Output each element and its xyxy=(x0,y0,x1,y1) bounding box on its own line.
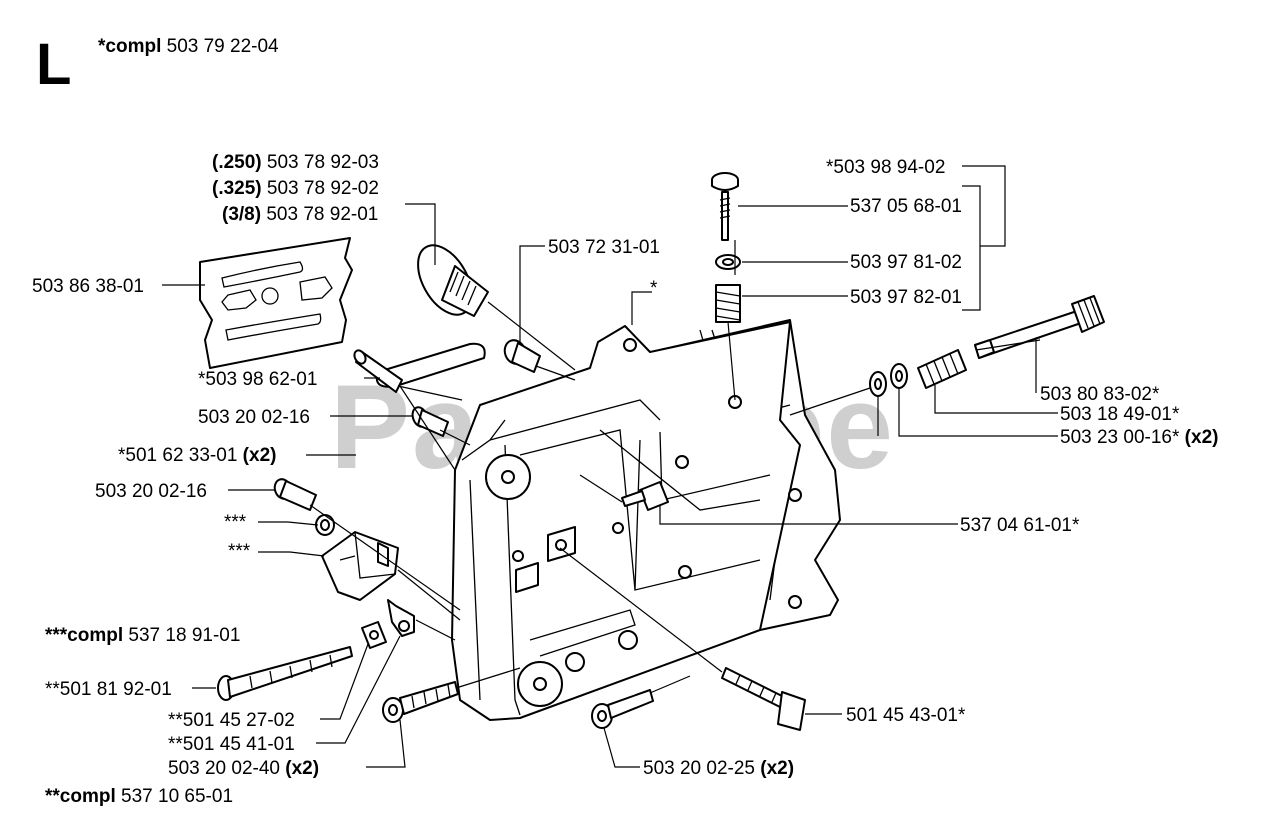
pin[interactable] xyxy=(501,337,541,373)
label-sleeve[interactable]: *501 62 33-01 (x2) xyxy=(118,445,276,466)
label-star[interactable]: * xyxy=(650,278,658,299)
label-compl-537-10-65-01[interactable]: **compl 537 10 65-01 xyxy=(45,786,233,807)
drive-shaft[interactable] xyxy=(974,295,1105,359)
label-503-98-94-02[interactable]: *503 98 94-02 xyxy=(826,157,945,178)
bar-guide-plug[interactable] xyxy=(407,236,489,324)
label-triple-star-a[interactable]: *** xyxy=(224,512,247,533)
section-letter: L xyxy=(36,32,71,97)
adjuster-nut[interactable] xyxy=(621,481,669,511)
label-501-45-41-01[interactable]: **501 45 41-01 xyxy=(168,734,295,755)
label-screw-middle[interactable]: 503 20 02-16 xyxy=(95,481,207,502)
tensioner-block[interactable] xyxy=(321,531,399,601)
oil-screw[interactable] xyxy=(711,172,739,241)
shaft-washer-a[interactable] xyxy=(890,363,908,389)
label-501-45-27-02[interactable]: **501 45 27-02 xyxy=(168,710,295,731)
tensioner-gear[interactable] xyxy=(387,599,415,637)
sleeve[interactable] xyxy=(352,348,403,393)
header-assembly-label[interactable]: *compl 503 79 22-04 xyxy=(98,36,279,57)
screw-middle[interactable] xyxy=(272,477,317,511)
label-537-05-68-01[interactable]: 537 05 68-01 xyxy=(850,196,962,217)
label-pin[interactable]: 503 72 31-01 xyxy=(548,237,660,258)
guard-strip[interactable] xyxy=(375,342,486,388)
washer-small[interactable] xyxy=(315,514,335,536)
label-bar-38[interactable]: (3/8) 503 78 92-01 xyxy=(222,204,378,225)
label-plate[interactable]: 503 86 38-01 xyxy=(32,276,144,297)
label-compl-537-18-91-01[interactable]: ***compl 537 18 91-01 xyxy=(45,625,240,646)
label-washer[interactable]: 503 23 00-16* (x2) xyxy=(1060,427,1218,448)
label-bolt[interactable]: 501 45 43-01* xyxy=(846,705,966,726)
oil-washer[interactable] xyxy=(715,254,741,270)
label-screw-upper[interactable]: 503 20 02-16 xyxy=(198,407,310,428)
label-triple-star-b[interactable]: *** xyxy=(228,541,251,562)
leader-lines xyxy=(162,165,1058,768)
label-bar-250[interactable]: (.250) 503 78 92-03 xyxy=(212,152,379,173)
oil-spring[interactable] xyxy=(715,284,741,401)
adjuster-screw-long[interactable] xyxy=(217,646,353,701)
label-nut[interactable]: 537 04 61-01* xyxy=(960,515,1080,536)
label-bar-325[interactable]: (.325) 503 78 92-02 xyxy=(212,178,379,199)
tensioner-nut[interactable] xyxy=(361,621,387,649)
label-screw-25[interactable]: 503 20 02-25 (x2) xyxy=(643,758,794,779)
shaft-washer-b[interactable] xyxy=(869,371,887,397)
label-strip[interactable]: *503 98 62-01 xyxy=(198,369,317,390)
clutch-cover-housing xyxy=(451,319,841,721)
label-spring[interactable]: 503 18 49-01* xyxy=(1060,404,1180,425)
screw-25[interactable] xyxy=(591,689,654,729)
label-503-97-82-01[interactable]: 503 97 82-01 xyxy=(850,287,962,308)
bolt[interactable] xyxy=(721,667,806,731)
label-screw-40[interactable]: 503 20 02-40 (x2) xyxy=(168,758,319,779)
chain-guide-plate[interactable] xyxy=(199,237,353,369)
label-long-screw[interactable]: **501 81 92-01 xyxy=(45,679,172,700)
shaft-spring[interactable] xyxy=(917,349,967,389)
label-503-97-81-02[interactable]: 503 97 81-02 xyxy=(850,252,962,273)
screw-40[interactable] xyxy=(382,681,459,723)
label-shaft[interactable]: 503 80 83-02* xyxy=(1040,384,1160,405)
